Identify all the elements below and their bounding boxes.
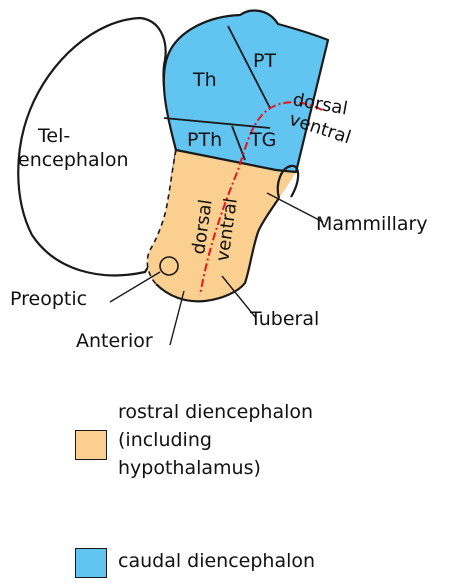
- caudal-legend-text: caudal diencephalon: [118, 547, 315, 575]
- th-label: Th: [192, 69, 217, 91]
- preoptic-label: Preoptic: [10, 288, 87, 310]
- pth-label: PTh: [187, 129, 222, 151]
- mammillary-label: Mammillary: [316, 213, 428, 235]
- anterior-label: Anterior: [76, 330, 153, 352]
- rostral-legend-swatch: [75, 430, 107, 460]
- telencephalon-label-line1: Tel-: [37, 125, 70, 147]
- rostral-legend-line3: hypothalamus): [118, 454, 313, 482]
- rostral-legend-line1: rostral diencephalon: [118, 398, 313, 426]
- caudal-legend-swatch: [75, 548, 107, 578]
- rostral-legend-text: rostral diencephalon (including hypothal…: [118, 398, 313, 482]
- pt-label: PT: [253, 50, 276, 72]
- preoptic-leader: [110, 272, 160, 302]
- caudal-legend-line: caudal diencephalon: [118, 547, 315, 575]
- anterior-leader: [170, 291, 184, 345]
- tuberal-label: Tuberal: [249, 308, 319, 330]
- telencephalon-label-line2: encephalon: [18, 149, 129, 171]
- tg-label: TG: [249, 129, 276, 151]
- mammillary-leader: [267, 193, 323, 222]
- rostral-legend-line2: (including: [118, 426, 313, 454]
